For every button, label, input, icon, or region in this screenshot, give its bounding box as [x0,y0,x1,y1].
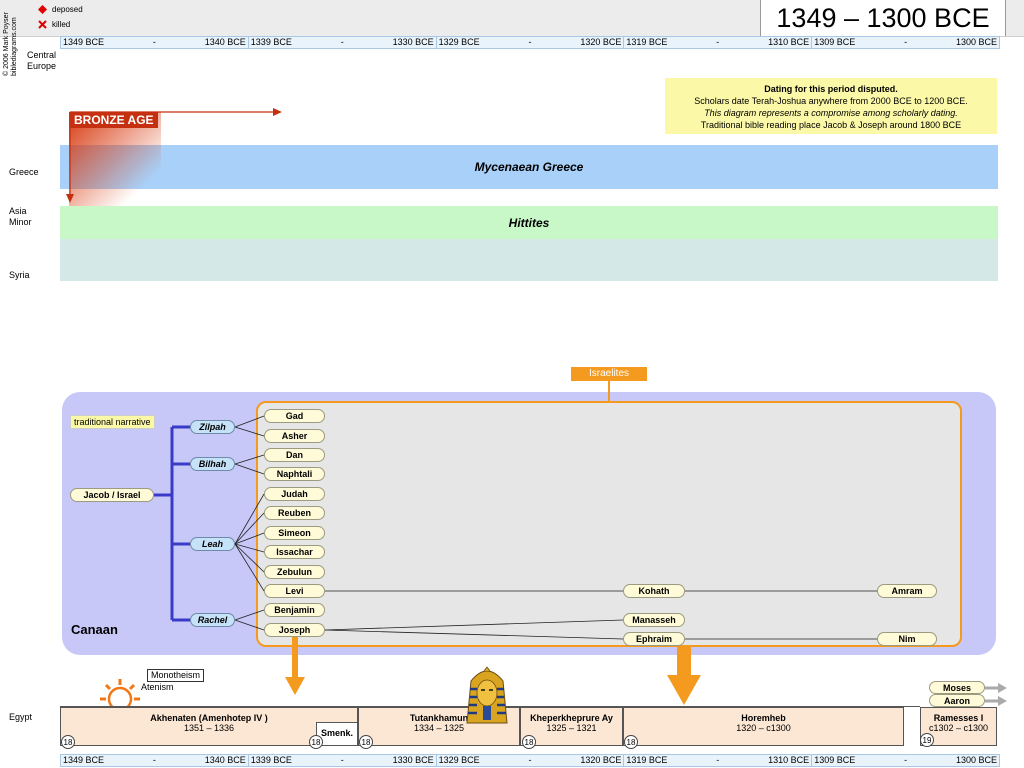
ruler-segment: 1339 BCE-1330 BCE [249,37,437,48]
band-syria [60,239,998,281]
pharaoh-name: Akhenaten (Amenhotep IV ) [150,713,268,723]
monotheism-tag: Monotheism [147,669,205,682]
son-judah: Judah [264,487,325,501]
ruler-segment: 1329 BCE-1320 BCE [437,37,625,48]
dating-note: Dating for this period disputed. Scholar… [665,78,997,134]
israelites-connector [608,381,610,402]
son-dan: Dan [264,448,325,462]
person-nim: Nim [877,632,937,646]
ruler-segment: 1349 BCE-1340 BCE [61,37,249,48]
pharaoh-horemheb: Horemheb 1320 – c1300 [623,707,904,746]
person-aaron: Aaron [929,694,985,707]
israelites-label: Israelites [571,367,647,381]
tutankhamun-mask-icon [466,666,508,724]
son-zebulun: Zebulun [264,565,325,579]
ruler-segment: 1319 BCE-1310 BCE [624,755,813,766]
son-reuben: Reuben [264,506,325,520]
son-simeon: Simeon [264,526,325,540]
pharaoh-dates: c1302 – c1300 [928,723,989,733]
pharaoh-dates: 1351 – 1336 [183,723,235,733]
pharaoh-name: Tutankhamun [409,713,469,723]
israelites-box [256,401,962,647]
ruler-segment: 1309 BCE-1300 BCE [814,755,997,765]
son-levi: Levi [264,584,325,598]
wife-rachel: Rachel [190,613,235,627]
region-egypt: Egypt [9,712,33,722]
region-syria: Syria [9,270,30,280]
migration-arrow-small [285,637,305,695]
diamond-icon [38,5,47,14]
ruler-segment: 1339 BCE-1330 BCE [249,755,437,766]
son-issachar: Issachar [264,545,325,559]
ruler-segment: 1319 BCE-1310 BCE [624,37,813,48]
person-moses: Moses [929,681,985,694]
dynasty-marker: 18 [359,735,373,749]
person-jacob: Jacob / Israel [70,488,154,502]
region-asia-minor: Asia Minor [9,206,32,227]
dynasty-marker: 18 [309,735,323,749]
band-mycenaean-greece: Mycenaean Greece [60,145,998,189]
atenism-label: Atenism [141,682,174,692]
legend-deposed: deposed [38,5,83,14]
person-manasseh: Manasseh [623,613,685,627]
dynasty-marker: 18 [624,735,638,749]
note-line: Traditional bible reading place Jacob & … [700,120,962,130]
wife-leah: Leah [190,537,235,551]
son-gad: Gad [264,409,325,423]
band-hittites: Hittites [60,206,998,239]
person-amram: Amram [877,584,937,598]
legend-killed: killed [38,20,70,29]
ruler-segment: 1349 BCE-1340 BCE [61,755,249,766]
legend-killed-label: killed [52,20,71,29]
son-joseph: Joseph [264,623,325,637]
bronze-age-arrows [66,108,282,203]
wife-zilpah: Zilpah [190,420,235,434]
region-central-europe: Central Europe [27,50,57,71]
dynasty-marker: 19 [920,733,934,747]
pharaoh-name: Ramesses I [933,713,984,723]
person-ephraim: Ephraim [623,632,685,646]
cross-icon [38,20,47,29]
pharaoh-name: Smenk. [320,728,353,738]
pharaoh-dates: 1325 – 1321 [546,723,597,733]
person-kohath: Kohath [623,584,685,598]
son-asher: Asher [264,429,325,443]
dynasty-marker: 18 [61,735,75,749]
timeline-ruler-top: 1349 BCE-1340 BCE 1339 BCE-1330 BCE 1329… [60,36,1000,49]
timeline-ruler-bottom: 1349 BCE-1340 BCE 1339 BCE-1330 BCE 1329… [60,754,1000,767]
canaan-label: Canaan [71,622,118,637]
traditional-narrative-tag: traditional narrative [70,415,155,429]
pharaoh-smenkhkare: Smenk. [316,722,358,746]
continuation-arrows [985,683,1007,706]
son-benjamin: Benjamin [264,603,325,617]
page-title: 1349 – 1300 BCE [760,0,1006,36]
pharaoh-dates: 1320 – c1300 [736,723,791,733]
note-line: This diagram represents a compromise amo… [704,108,958,118]
ruler-segment: 1329 BCE-1320 BCE [437,755,625,766]
note-title: Dating for this period disputed. [764,84,898,94]
pharaoh-name: Horemheb [741,713,786,723]
region-greece: Greece [9,167,39,177]
son-naphtali: Naphtali [264,467,325,481]
dynasty-marker: 18 [522,735,536,749]
migration-arrow-large [667,647,701,705]
wife-bilhah: Bilhah [190,457,235,471]
bronze-age-label: BRONZE AGE [70,112,158,128]
pharaoh-ay: Kheperkheprure Ay 1325 – 1321 [520,707,623,746]
ruler-segment: 1309 BCE-1300 BCE [814,37,997,47]
pharaoh-name: Kheperkheprure Ay [530,713,613,723]
legend-deposed-label: deposed [52,5,83,14]
pharaoh-akhenaten: Akhenaten (Amenhotep IV ) 1351 – 1336 [60,707,358,746]
pharaoh-dates: 1334 – 1325 [413,723,465,733]
note-line: Scholars date Terah-Joshua anywhere from… [694,96,968,106]
